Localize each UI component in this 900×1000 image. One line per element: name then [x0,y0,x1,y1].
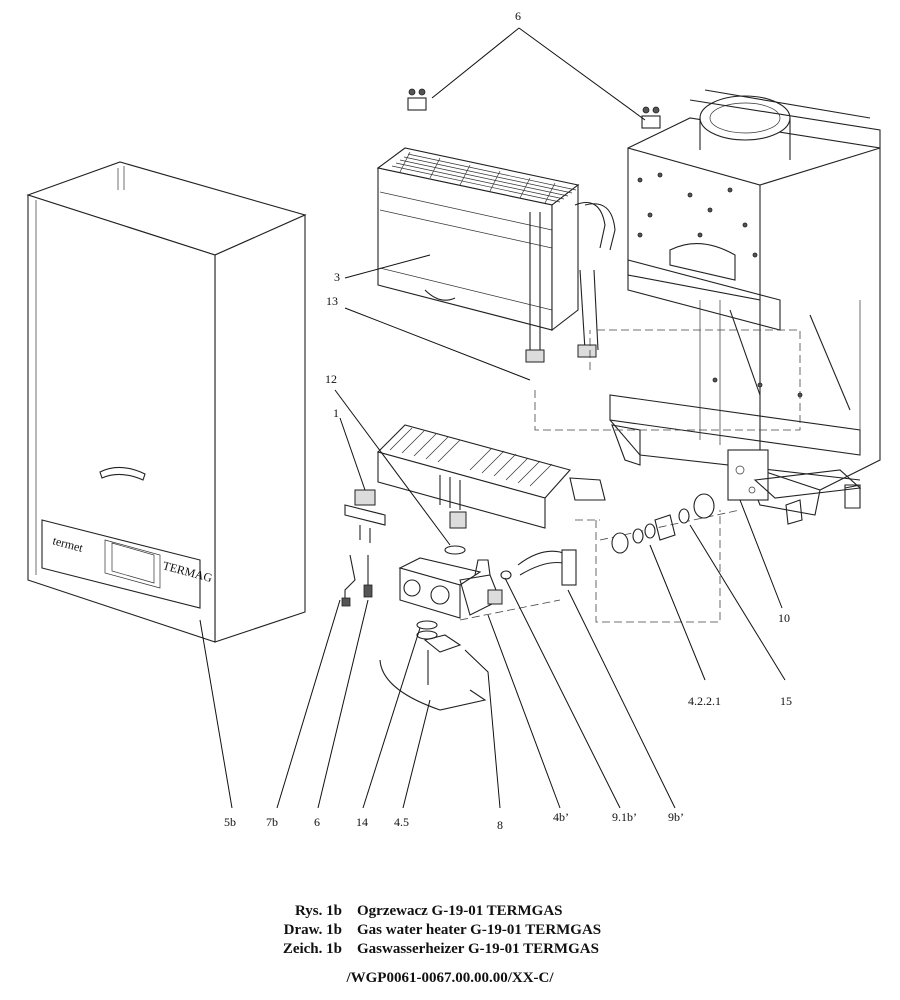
frame-chassis [609,89,881,516]
callout-10: 10 [778,611,790,625]
water-pipe-9b [517,549,577,586]
callout-14: 14 [356,815,368,829]
caption-text-en: Gas water heater G-19-01 TERMGAS [357,922,602,938]
pipe-fittings [611,484,861,554]
leader-lines [199,27,786,809]
caption-prefix-de: Zeich. 1b [282,941,342,957]
heat-exchanger-3 [376,147,616,363]
caption-text-de: Gaswasserheizer G-19-01 TERMGAS [357,941,599,957]
callout-12: 12 [325,372,337,386]
callout-6-bottom: 6 [314,815,320,829]
callout-3: 3 [334,270,340,284]
drawing-number: /WGP0061-0067.00.00.00/XX-C/ [346,970,554,986]
gas-valve [398,557,512,619]
exploded-parts-diagram: termet TERMAG [26,9,881,832]
caption-prefix-en: Draw. 1b [283,922,342,938]
callout-4-5: 4.5 [394,815,409,829]
callout-7b: 7b [266,815,278,829]
callout-1: 1 [333,406,339,420]
caption-text-pl: Ogrzewacz G-19-01 TERMGAS [357,903,563,919]
thermocouple-7b [341,554,356,607]
callout-9b: 9b’ [668,810,684,824]
callout-6-top: 6 [515,9,521,23]
overheat-sensor-parts-6 [407,88,661,129]
callout-4-2-2-1: 4.2.2.1 [688,694,721,708]
front-casing-5b [26,161,307,643]
ignition-electrode-6 [363,555,373,598]
gas-connector-14-4-5 [379,620,487,711]
callout-5b: 5b [224,815,236,829]
burner [376,424,606,555]
callout-9-1b: 9.1b’ [612,810,637,824]
pilot-burner-1 [344,489,386,543]
callout-8: 8 [497,818,503,832]
callout-13: 13 [326,294,338,308]
assembly-guide-lines [459,329,801,623]
callout-15: 15 [780,694,792,708]
caption-prefix-pl: Rys. 1b [295,903,342,919]
callout-4b: 4b’ [553,810,569,824]
